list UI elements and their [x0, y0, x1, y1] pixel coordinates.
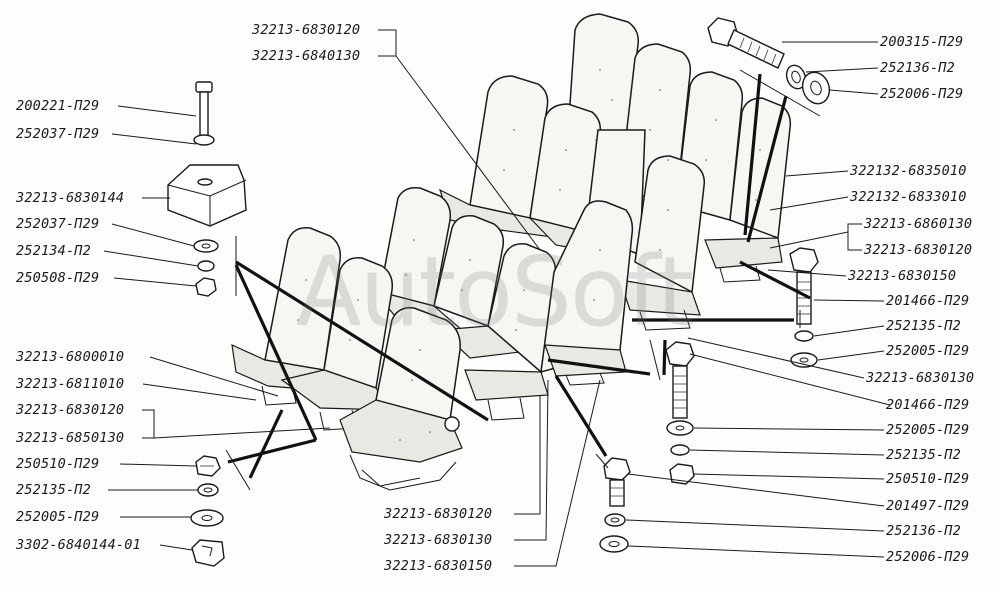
watermark: AutoSoft — [296, 236, 694, 348]
part-label: 252134-П2 — [16, 243, 91, 259]
part-label: 250510-П29 — [16, 456, 100, 472]
part-label: 250510-П29 — [886, 471, 970, 487]
leader-lines — [103, 29, 891, 567]
part-label: 32213-6811010 — [16, 376, 125, 392]
part-label: 201466-П29 — [886, 293, 970, 309]
part-label: 252135-П2 — [886, 318, 961, 334]
part-label: 201466-П29 — [886, 397, 970, 413]
part-label: 32213-6830130 — [866, 370, 975, 386]
part-label: 32213-6830144 — [16, 190, 125, 206]
seat-texture — [297, 69, 761, 441]
seat-row-third — [364, 186, 634, 421]
part-label: 252005-П29 — [886, 343, 970, 359]
seat-row-front — [231, 227, 463, 491]
hardware-top-right — [707, 17, 831, 105]
part-label: 252135-П2 — [16, 482, 91, 498]
part-label: 200221-П29 — [16, 98, 100, 114]
part-label: 201497-П29 — [886, 498, 970, 514]
part-label: 322132-6835010 — [850, 163, 967, 179]
part-label: 3302-6840144-01 — [16, 537, 141, 553]
part-label: 250508-П29 — [16, 270, 100, 286]
part-label: 252037-П29 — [16, 126, 100, 142]
part-label: 252136-П2 — [880, 60, 955, 76]
part-label: 32213-6860130 — [864, 216, 973, 232]
part-label: 252006-П29 — [886, 549, 970, 565]
hardware-right — [599, 247, 819, 553]
part-label: 322132-6833010 — [850, 189, 967, 205]
hardware-top-left — [167, 81, 247, 297]
part-label: 252005-П29 — [886, 422, 970, 438]
part-label: 32213-6830130 — [384, 532, 493, 548]
part-label: 32213-6840130 — [252, 48, 361, 64]
center-lines — [225, 69, 821, 491]
part-label: 32213-6830120 — [252, 22, 361, 38]
part-label: 252005-П29 — [16, 509, 100, 525]
part-label: 32213-6800010 — [16, 349, 125, 365]
part-label: 32213-6830150 — [384, 558, 493, 574]
part-label: 32213-6830150 — [848, 268, 957, 284]
part-label: 32213-6830120 — [16, 402, 125, 418]
part-label: 252135-П2 — [886, 447, 961, 463]
part-label: 32213-6830120 — [864, 242, 973, 258]
part-label: 32213-6830120 — [384, 506, 493, 522]
part-label: 252136-П2 — [886, 523, 961, 539]
part-label: 252037-П29 — [16, 216, 100, 232]
part-label: 32213-6850130 — [16, 430, 125, 446]
part-label: 200315-П29 — [880, 34, 964, 50]
hardware-bottom-left — [190, 455, 225, 567]
part-label: 252006-П29 — [880, 86, 964, 102]
